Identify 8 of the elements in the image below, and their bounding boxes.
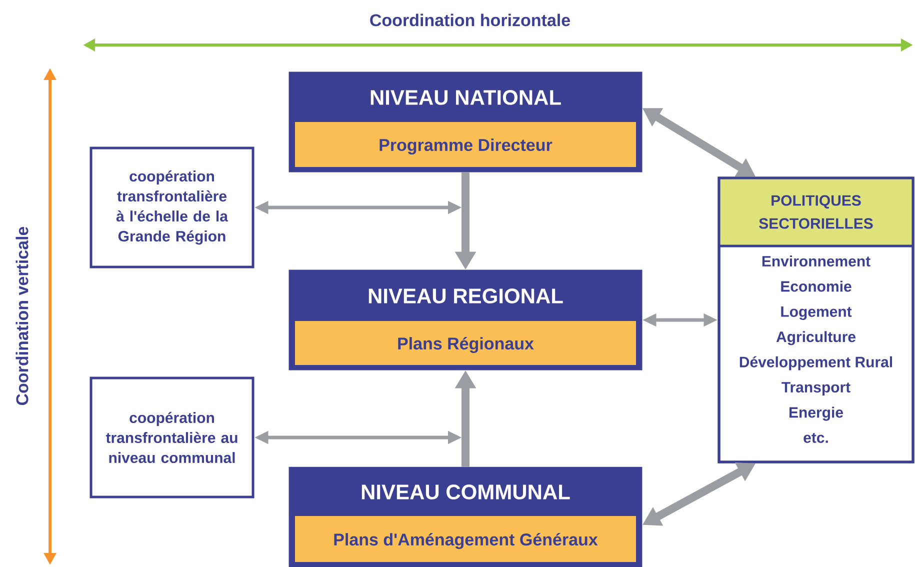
policy-box: POLITIQUES SECTORIELLES Environnement Economie Logement Agriculture Développement Rural Transport Energie etc. [718,176,914,464]
level-box: NIVEAU COMMUNAL Plans d'Aménagement Généraux [288,466,642,567]
level-box: NIVEAU NATIONAL Programme Directeur [288,72,642,172]
axis-label: Coordination verticale [16,226,28,406]
level-box: NIVEAU REGIONAL Plans Régionaux [288,270,642,370]
axis-label: Coordination horizontale [370,14,570,26]
cooperation-box: coopération transfrontalière au niveau communal [90,376,254,498]
cooperation-box: coopération transfrontalière à l'échelle de la Grande Région [90,146,254,268]
